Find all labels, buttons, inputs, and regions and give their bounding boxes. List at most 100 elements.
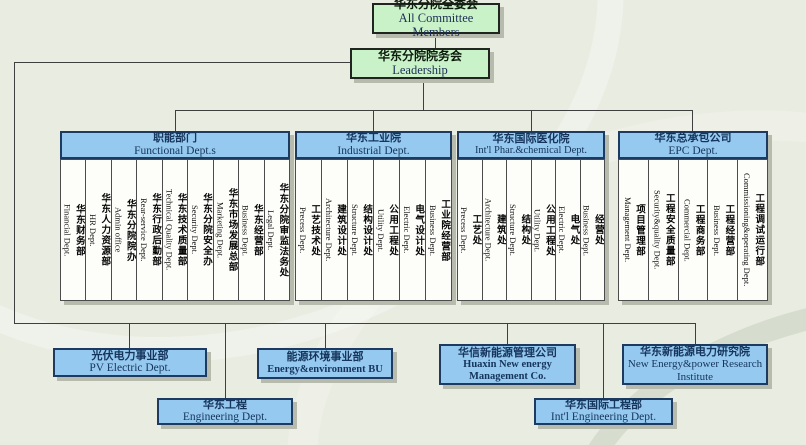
connector-bottom-horizontal xyxy=(14,323,696,324)
connector-groups-horizontal xyxy=(175,110,692,111)
connector-top-to-leadership xyxy=(435,34,436,48)
group-header-epc-en: EPC Dept. xyxy=(668,144,718,157)
group-header-epc: 华东总承包公司 EPC Dept. xyxy=(618,131,768,159)
group-header-pharchem-zh: 华东国际医化院 xyxy=(492,132,570,145)
connector-stub-functional xyxy=(175,110,176,131)
energy-environment-box: 能源环境事业部 Energy&environment BU xyxy=(257,348,393,379)
leadership-box: 华东分院院务会 Leadership xyxy=(350,48,490,79)
connector-stub-pharchem xyxy=(531,110,532,131)
leadership-en: Leadership xyxy=(392,63,448,78)
connector-stub-pv xyxy=(129,323,130,348)
connector-stub-engineering xyxy=(225,323,226,398)
group-header-industrial-en: Industrial Dept. xyxy=(337,144,410,157)
group-header-functional: 职能部门 Functional Dept.s xyxy=(60,131,290,159)
pv-electric-box: 光伏电力事业部 PV Electric Dept. xyxy=(53,348,207,377)
connector-leadership-left xyxy=(14,62,350,63)
new-energy-research-en: New Energy&power Research Institute xyxy=(627,358,763,383)
connector-stub-epc xyxy=(692,110,693,131)
intl-engineering-zh: 华东国际工程部 xyxy=(565,398,642,411)
connector-leadership-down xyxy=(423,79,424,110)
engineering-box: 华东工程 Engineering Dept. xyxy=(157,398,293,425)
huaxin-zh: 华信新能源管理公司 xyxy=(458,346,557,359)
intl-engineering-en: Int'l Engineering Dept. xyxy=(550,411,657,424)
huaxin-box: 华信新能源管理公司 Huaxin New energy Management C… xyxy=(439,344,576,385)
connector-stub-energy xyxy=(325,323,326,348)
connector-stub-industrial xyxy=(373,110,374,131)
pv-electric-en: PV Electric Dept. xyxy=(89,362,171,375)
engineering-en: Engineering Dept. xyxy=(182,411,268,424)
top-committee-en: All Committee Members xyxy=(398,11,474,40)
new-energy-research-zh: 华东新能源电力研究院 xyxy=(640,346,750,359)
group-header-functional-en: Functional Dept.s xyxy=(134,144,216,157)
connector-stub-huaxin xyxy=(507,323,508,344)
top-committee-zh: 华东分院全委会 xyxy=(393,0,478,11)
energy-environment-en: Energy&environment BU xyxy=(267,363,383,375)
group-header-epc-zh: 华东总承包公司 xyxy=(654,132,732,145)
connector-left-vertical xyxy=(14,62,15,323)
energy-environment-zh: 能源环境事业部 xyxy=(286,351,364,364)
group-header-functional-zh: 职能部门 xyxy=(153,132,197,145)
leadership-zh: 华东分院院务会 xyxy=(377,48,462,63)
pv-electric-zh: 光伏电力事业部 xyxy=(91,349,169,362)
engineering-zh: 华东工程 xyxy=(203,398,247,411)
connector-stub-research xyxy=(695,323,696,344)
huaxin-en: Huaxin New energy Management Co. xyxy=(463,358,552,382)
intl-engineering-box: 华东国际工程部 Int'l Engineering Dept. xyxy=(534,398,673,425)
top-committee-box: 华东分院全委会 All Committee Members xyxy=(372,0,500,39)
connector-stub-intl-engineering xyxy=(603,323,604,398)
group-header-pharchem-en: Int'l Phar.&chemical Dept. xyxy=(474,145,588,157)
group-header-industrial-zh: 华东工业院 xyxy=(346,132,401,145)
